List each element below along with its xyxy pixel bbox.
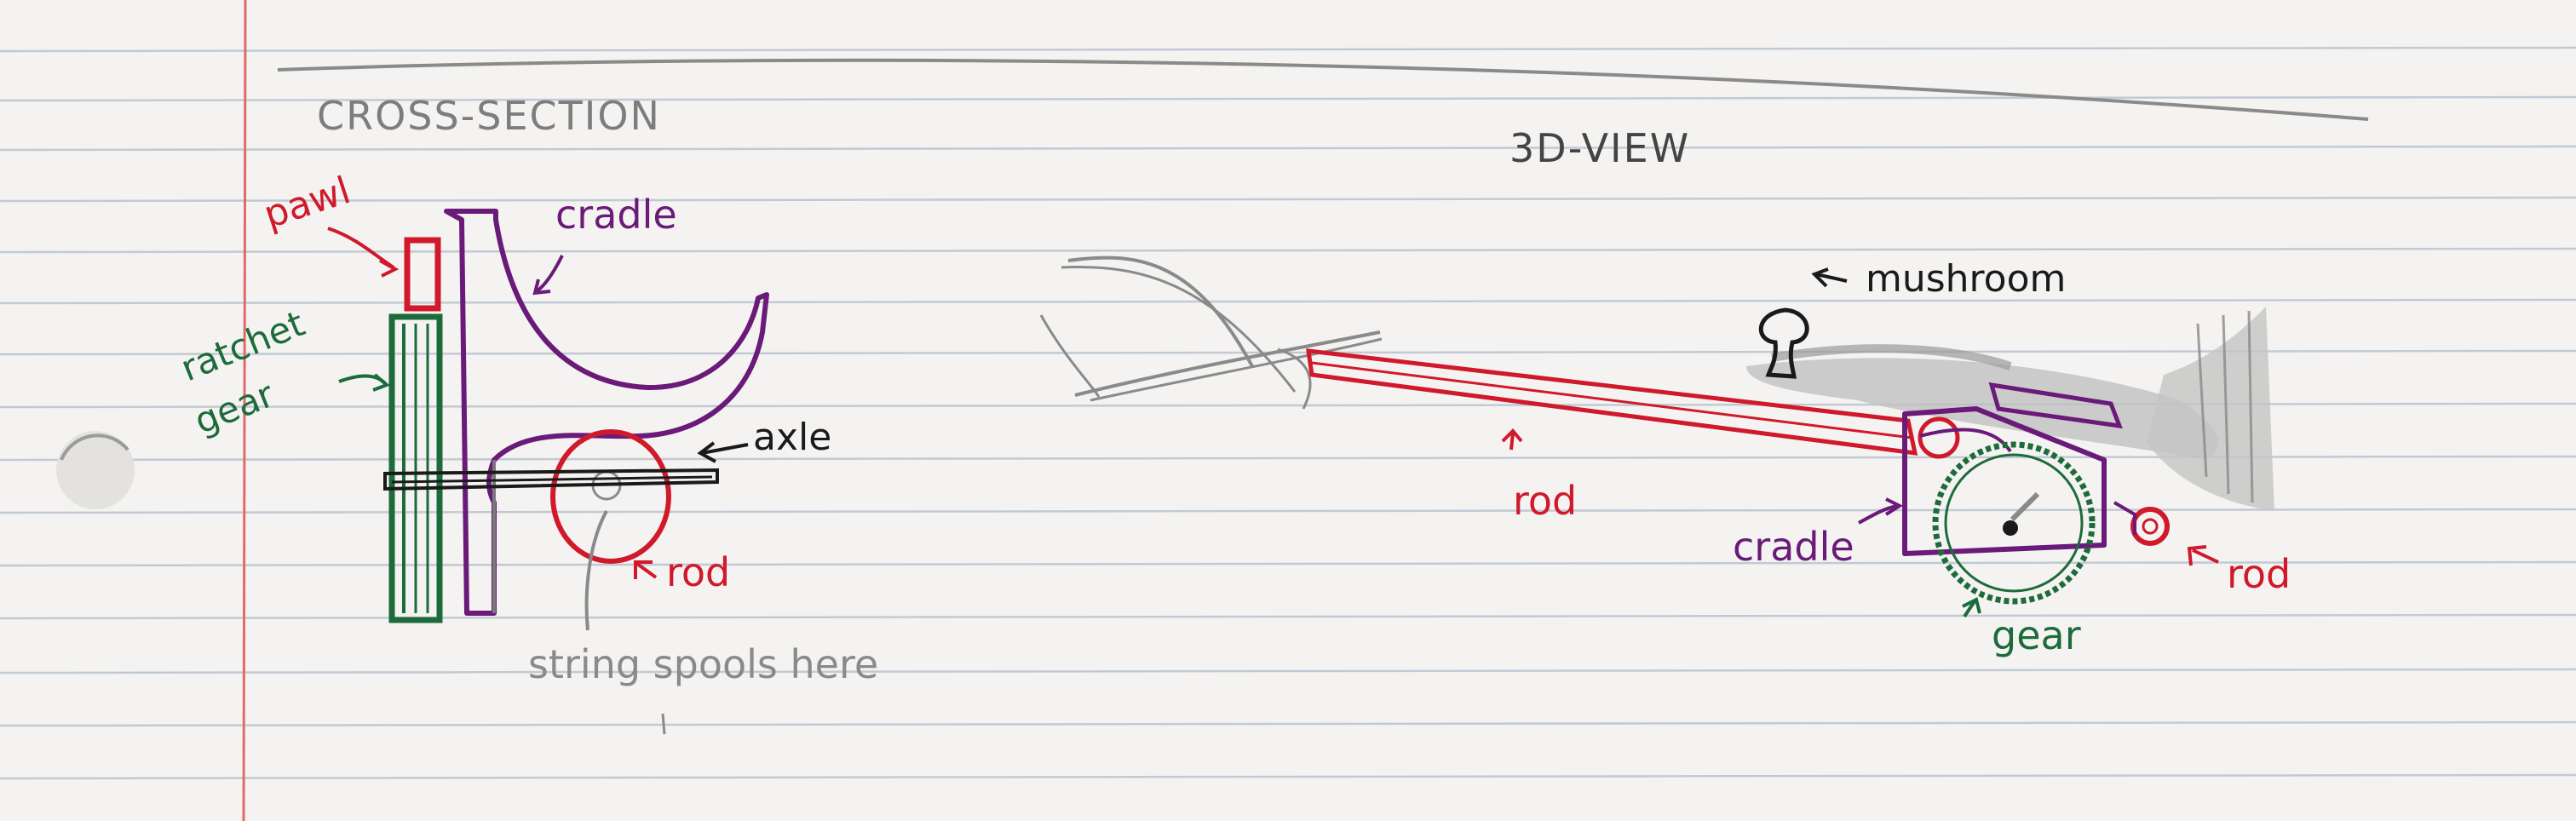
view-3d-heading: 3D-VIEW	[1509, 125, 1690, 171]
cradle-shape	[444, 209, 769, 616]
pawl-label: pawl	[259, 169, 356, 237]
gear-label-3d: gear	[1992, 612, 2081, 658]
view-3d-diagram	[1039, 255, 2274, 618]
margin-line	[242, 0, 247, 821]
cradle-label-cross: cradle	[555, 192, 677, 238]
mushroom-shape	[1758, 307, 1809, 379]
pawl-shape	[404, 237, 441, 312]
mushroom-label: mushroom	[1866, 257, 2066, 301]
rod-label-end: rod	[2227, 551, 2291, 597]
rod-label-cross: rod	[666, 549, 730, 595]
cradle-3d-shape	[1902, 406, 2107, 556]
string-note: string spools here	[528, 641, 878, 687]
ratchet-label: ratchet	[175, 302, 310, 389]
rod-end-shape	[2130, 507, 2170, 546]
upright-scribble	[2147, 307, 2274, 511]
gear-3d-shape	[1932, 441, 2096, 605]
cradle-label-3d: cradle	[1733, 524, 1854, 570]
rod-long-shape	[1306, 348, 1918, 456]
rod-label-long: rod	[1513, 478, 1577, 524]
top-pencil-line	[277, 58, 2369, 121]
rod-cross-section	[550, 429, 671, 564]
axle-shape	[383, 468, 719, 491]
cross-section-diagram	[327, 209, 769, 735]
ratchet-gear-shape	[388, 313, 443, 623]
axle-label: axle	[753, 416, 831, 459]
cross-section-heading: CROSS-SECTION	[317, 93, 661, 139]
binder-hole	[56, 431, 135, 509]
